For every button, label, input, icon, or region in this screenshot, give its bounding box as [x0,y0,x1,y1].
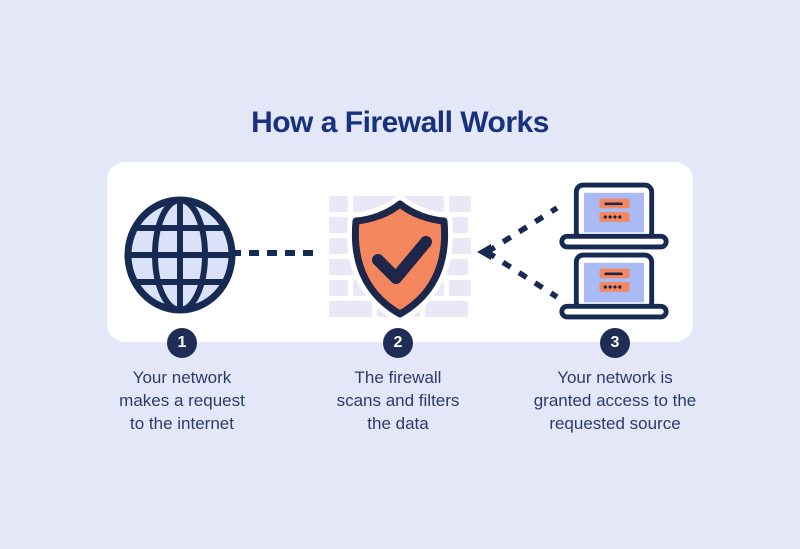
step-badge-2: 2 [383,328,413,358]
shield-check-icon [346,195,454,323]
step-caption-3: Your network is granted access to the re… [495,366,735,435]
caption-line: the data [367,414,429,433]
arrowhead-icon [477,244,491,260]
caption-line: The firewall [354,368,442,387]
caption-line: scans and filters [336,391,460,410]
globe-icon [124,196,236,314]
step-caption-2: The firewall scans and filters the data [278,366,518,435]
step-badge-3: 3 [600,328,630,358]
caption-line: makes a request [119,391,245,410]
laptop-top-icon [559,182,669,250]
caption-line: Your network [132,368,232,387]
branching-dashed-arrow [477,205,559,300]
caption-line: Your network is [557,368,673,387]
step-caption-1: Your network makes a request to the inte… [62,366,302,435]
caption-line: requested source [549,414,681,433]
caption-line: to the internet [130,414,234,433]
page-title: How a Firewall Works [251,106,549,140]
laptop-bottom-icon [559,252,669,320]
horizontal-dashed-line [231,250,315,256]
caption-line: granted access to the [533,391,697,410]
step-badge-1: 1 [167,328,197,358]
